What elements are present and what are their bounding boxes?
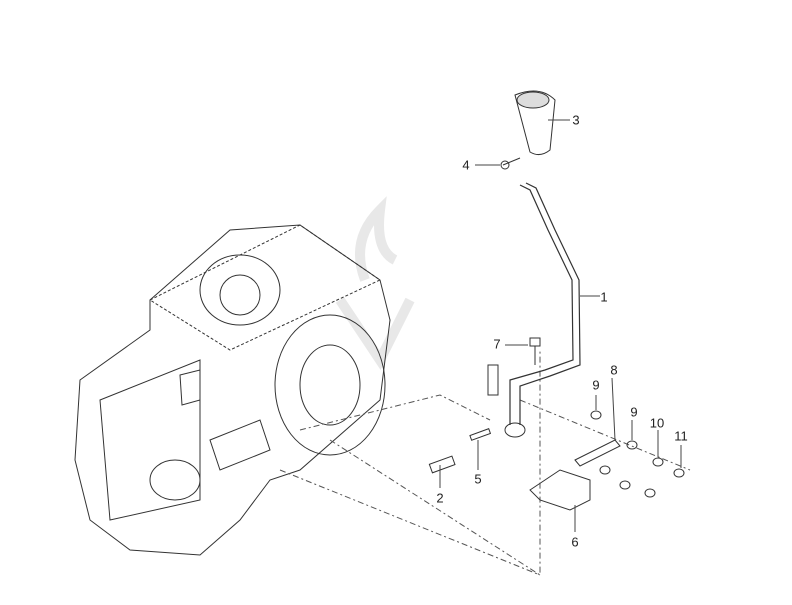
- bracket-6: [529, 469, 591, 511]
- callout-4: 4: [462, 157, 470, 173]
- transmission-housing: [74, 224, 391, 556]
- callout-2: 2: [436, 490, 444, 506]
- callout-11: 11: [674, 428, 688, 444]
- screw-4: [500, 157, 521, 170]
- leader-lines: [439, 119, 682, 532]
- callout-5: 5: [474, 471, 482, 487]
- callout-10: 10: [649, 415, 665, 431]
- callout-9a: 9: [592, 377, 600, 393]
- washers: [590, 410, 685, 498]
- callout-9b: 9: [630, 404, 638, 420]
- callout-6: 6: [571, 534, 579, 550]
- callout-1: 1: [600, 289, 608, 305]
- shift-knob: [514, 90, 556, 156]
- dash-lines: [279, 350, 691, 576]
- shift-lever: [487, 182, 581, 438]
- bolt-7: [529, 337, 541, 365]
- callout-3: 3: [572, 112, 580, 128]
- watermark-logo: [335, 196, 415, 370]
- callout-7: 7: [493, 336, 501, 352]
- link-8: [574, 439, 621, 467]
- callout-8: 8: [610, 362, 618, 378]
- pins: [428, 428, 492, 474]
